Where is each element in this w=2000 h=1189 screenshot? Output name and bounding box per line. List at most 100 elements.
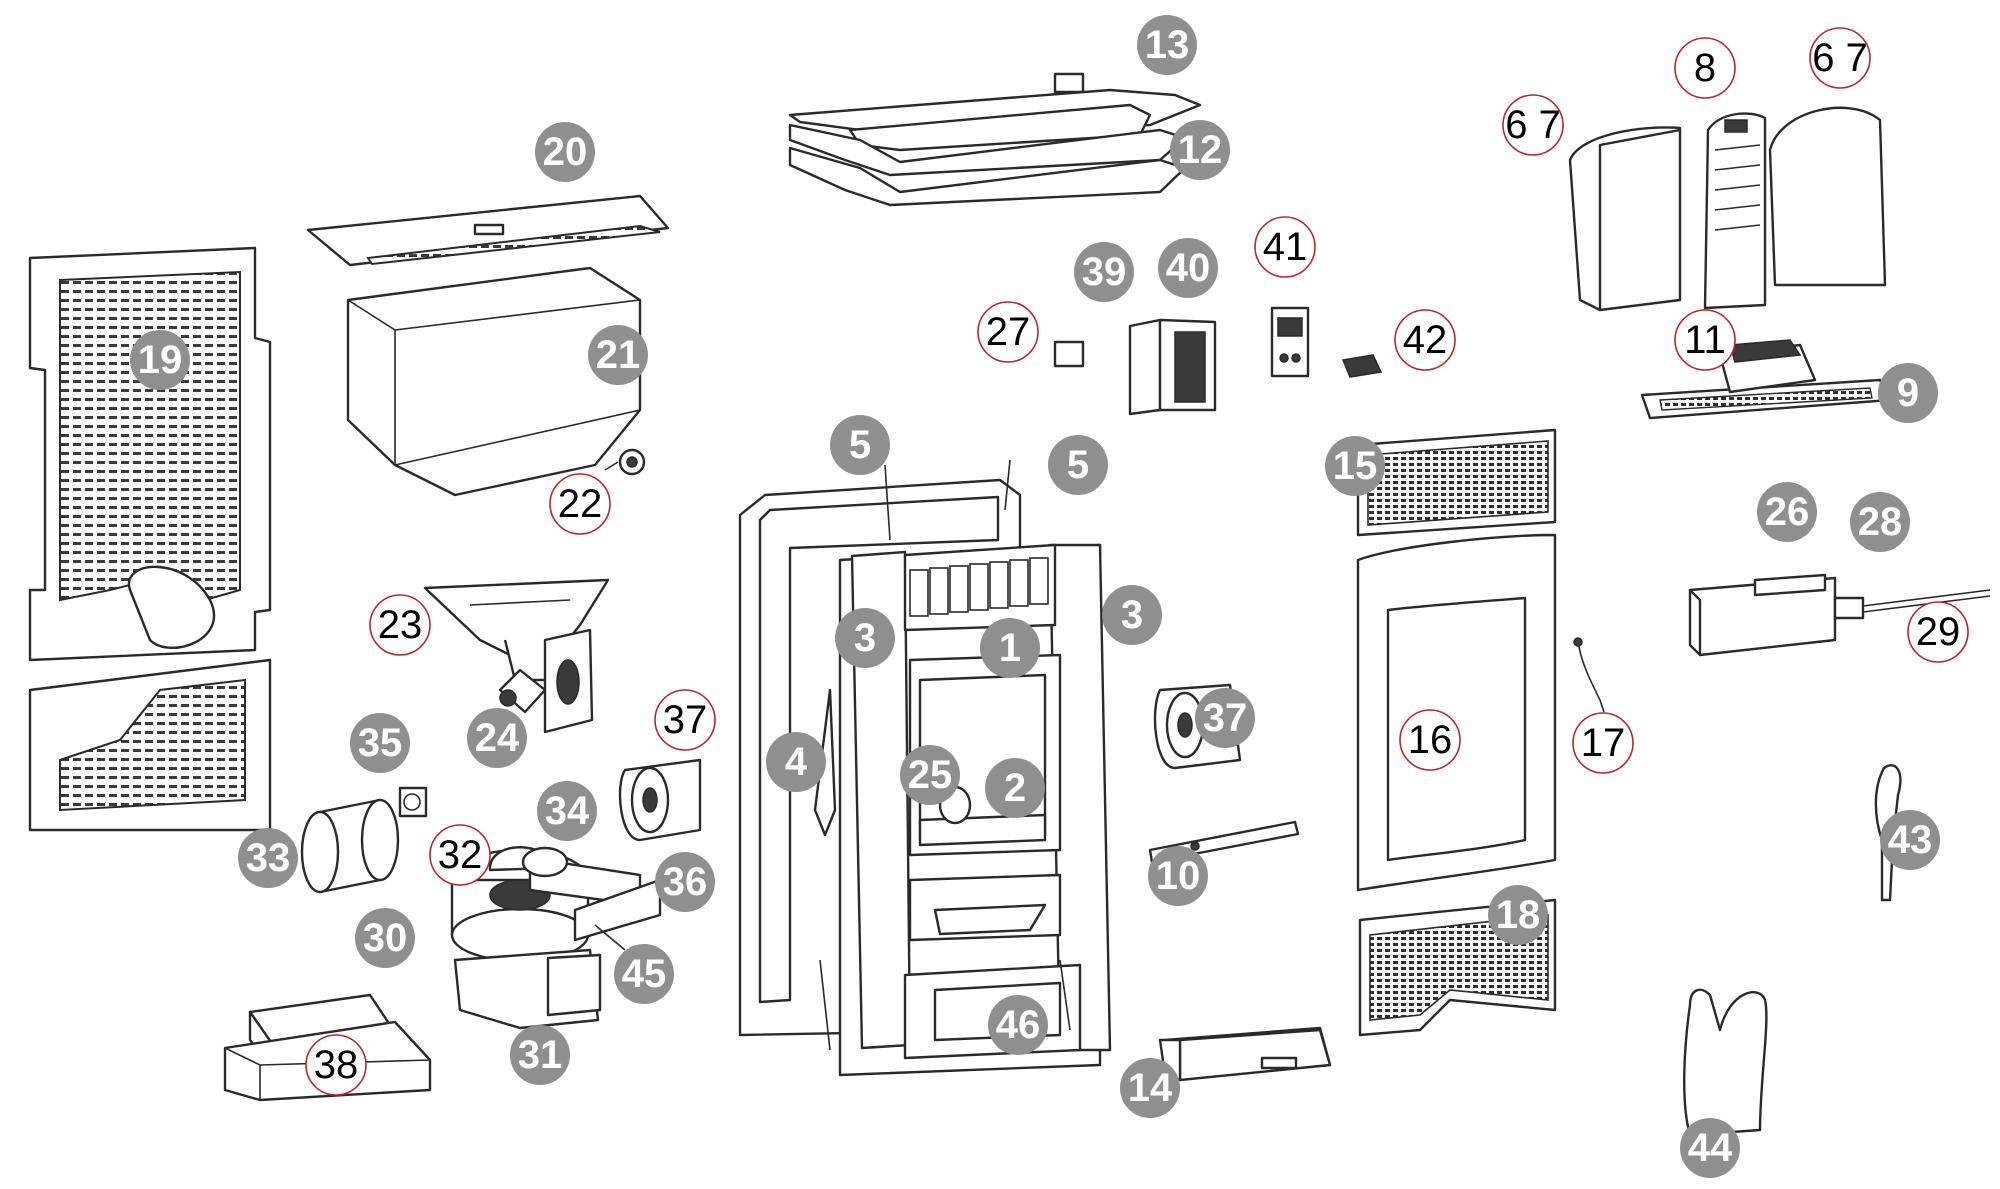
callout-circle: [900, 745, 960, 805]
callout-number: 10: [1156, 854, 1201, 898]
callout-label-5: 5: [830, 415, 890, 475]
callout-number: 39: [1082, 250, 1127, 294]
callout-label-15: 15: [1325, 436, 1385, 496]
callout-label-23: 23: [369, 594, 431, 656]
callout-label-43: 43: [1880, 810, 1940, 870]
callout-label-31: 31: [510, 1025, 570, 1085]
callout-label-5: 5: [1048, 435, 1108, 495]
callout-label-19: 19: [130, 330, 190, 390]
callout-number: 37: [1203, 696, 1248, 740]
callout-circle: [1680, 1118, 1740, 1178]
callout-number: 41: [1263, 225, 1308, 269]
callout-number: 38: [314, 1043, 359, 1087]
callout-circle: [1488, 885, 1548, 945]
part-feed-hopper: [423, 578, 610, 734]
callout-number: 4: [785, 740, 808, 784]
callout-number: 37: [663, 698, 708, 742]
callout-circle: [1399, 709, 1461, 771]
part-hopper-lid: [306, 194, 670, 267]
callout-label-30: 30: [355, 908, 415, 968]
callout-number: 29: [1916, 610, 1961, 654]
callout-number: 18: [1496, 893, 1541, 937]
callout-label-9: 9: [1878, 363, 1938, 423]
callout-number: 15: [1333, 444, 1378, 488]
callout-label-33: 33: [238, 828, 298, 888]
callout-circle: [238, 828, 298, 888]
callout-circle: [985, 758, 1045, 818]
callout-number: 9: [1897, 371, 1919, 415]
callout-circle: [1120, 1058, 1180, 1118]
callout-label-25: 25: [900, 745, 960, 805]
callout-label-34: 34: [537, 781, 597, 841]
callout-number: 44: [1688, 1126, 1733, 1170]
callout-label-4: 4: [766, 732, 826, 792]
callout-number: 16: [1408, 718, 1453, 762]
part-hopper-sensor: [604, 448, 646, 476]
callout-number: 1: [999, 626, 1021, 670]
callout-label-1: 1: [980, 618, 1040, 678]
callout-label-20: 20: [535, 122, 595, 182]
callout-circle: [655, 852, 715, 912]
callout-label-40: 40: [1158, 238, 1218, 298]
callout-label-21: 21: [588, 325, 648, 385]
callout-label-6-7: 6 7: [1809, 27, 1871, 89]
callout-circle: [830, 415, 890, 475]
callout-circle: [350, 713, 410, 773]
callout-label-10: 10: [1148, 846, 1208, 906]
callout-number: 21: [596, 333, 641, 377]
callout-label-8: 8: [1674, 37, 1736, 99]
callout-label-44: 44: [1680, 1118, 1740, 1178]
callout-circle: [654, 689, 716, 751]
callout-number: 43: [1888, 818, 1933, 862]
callout-circle: [1137, 15, 1197, 75]
callout-label-32: 32: [429, 824, 491, 886]
callout-number: 33: [246, 836, 291, 880]
part-side-panel: [28, 246, 272, 832]
callout-circle: [1158, 238, 1218, 298]
callout-label-26: 26: [1757, 482, 1817, 542]
callout-number: 36: [663, 860, 708, 904]
callout-circle: [355, 908, 415, 968]
callout-number: 19: [138, 338, 183, 382]
callout-label-38: 38: [305, 1034, 367, 1096]
callout-number: 8: [1694, 46, 1716, 90]
callout-circle: [1254, 216, 1316, 278]
callout-number: 6 7: [1505, 103, 1561, 147]
callout-circle: [1674, 37, 1736, 99]
callout-circle: [1148, 846, 1208, 906]
callout-label-12: 12: [1170, 120, 1230, 180]
callout-label-24: 24: [467, 708, 527, 768]
callout-number: 6 7: [1812, 36, 1868, 80]
callout-circle: [1502, 94, 1564, 156]
callout-circle: [1394, 309, 1456, 371]
callout-number: 13: [1145, 23, 1190, 67]
callout-label-42: 42: [1394, 309, 1456, 371]
callout-label-3: 3: [1102, 585, 1162, 645]
callout-circle: [1048, 435, 1108, 495]
callout-label-37: 37: [654, 689, 716, 751]
callout-circle: [1878, 363, 1938, 423]
callout-circle: [835, 608, 895, 668]
callout-circle: [1907, 601, 1969, 663]
part-air-duct: [300, 798, 400, 894]
part-firebricks: [1568, 106, 1887, 312]
callout-number: 3: [1121, 593, 1143, 637]
callout-label-18: 18: [1488, 885, 1548, 945]
callout-number: 2: [1004, 766, 1026, 810]
callout-label-13: 13: [1137, 15, 1197, 75]
callout-number: 32: [438, 833, 483, 877]
part-pellet-hopper: [346, 266, 642, 497]
part-bracket: [398, 786, 428, 818]
callout-circle: [977, 301, 1039, 363]
callout-number: 11: [1684, 318, 1726, 362]
callout-circle: [1880, 810, 1940, 870]
callout-circle: [369, 594, 431, 656]
callout-number: 17: [1581, 721, 1626, 765]
part-electronics: [1053, 306, 1383, 416]
callout-number: 24: [475, 716, 520, 760]
callout-circle: [980, 618, 1040, 678]
callout-circle: [510, 1025, 570, 1085]
callout-number: 22: [558, 482, 603, 526]
